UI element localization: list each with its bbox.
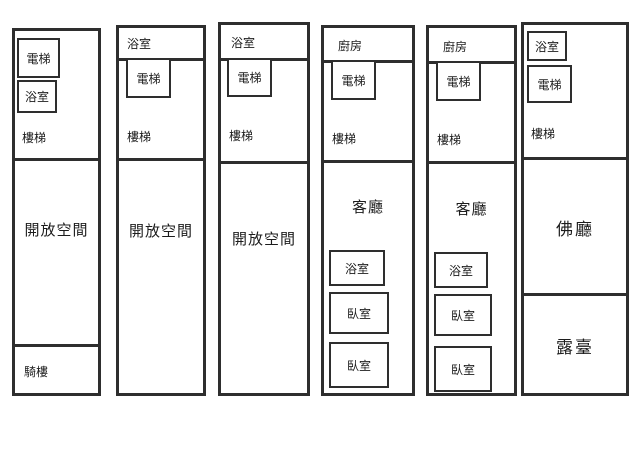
floor-plan-3: 浴室 電梯 樓梯 開放空間 [218,22,310,396]
room-bathroom-label: 浴室 [448,263,473,278]
room-elevator: 電梯 [436,61,481,101]
floor-plan-2: 浴室 電梯 樓梯 開放空間 [116,25,206,396]
room-kitchen-label: 廚房 [443,40,468,54]
room-open-space-label: 開放空間 [231,230,296,248]
room-stairs-label: 樓梯 [531,127,556,141]
divider-line [324,160,412,163]
room-elevator-label: 電梯 [341,73,366,88]
room-elevator-label: 電梯 [237,71,262,85]
room-elevator: 電梯 [126,58,171,98]
room-bedroom-label: 臥室 [450,362,475,377]
room-open-space-label: 開放空間 [24,221,89,239]
room-bathroom-label: 浴室 [127,37,152,51]
room-stairs-label: 樓梯 [332,132,357,146]
floor-plan-6: 浴室 電梯 樓梯 佛廳 露臺 [521,22,629,396]
room-bedroom-label: 臥室 [346,358,371,373]
room-bathroom-label: 浴室 [534,39,559,54]
room-stairs-label: 樓梯 [229,129,254,143]
room-stairs-label: 樓梯 [127,130,152,144]
room-bedroom: 臥室 [434,294,492,336]
room-bathroom-label: 浴室 [231,36,256,50]
room-arcade-label: 騎樓 [24,365,49,379]
floor-plan-5: 廚房 電梯 樓梯 客廳 浴室 臥室 臥室 [426,25,517,396]
room-stairs-label: 樓梯 [22,131,47,145]
room-bedroom-label: 臥室 [346,306,371,321]
room-bathroom-label: 浴室 [24,90,49,104]
room-elevator-label: 電梯 [537,77,562,92]
divider-line [524,293,626,296]
divider-line [429,161,514,164]
room-bedroom: 臥室 [434,346,492,392]
room-stairs-label: 樓梯 [437,133,462,147]
room-elevator: 電梯 [17,38,60,78]
room-open-space-label: 開放空間 [128,222,193,240]
room-living-label: 客廳 [351,198,384,216]
room-elevator-label: 電梯 [136,71,161,86]
room-terrace-label: 露臺 [556,338,594,358]
room-bathroom: 浴室 [434,252,488,288]
room-bathroom-label: 浴室 [344,261,369,276]
room-buddha-hall-label: 佛廳 [556,220,594,240]
room-bathroom: 浴室 [17,80,57,113]
room-bathroom: 浴室 [329,250,385,286]
room-bedroom: 臥室 [329,342,389,388]
room-bedroom: 臥室 [329,292,389,334]
divider-line [15,344,98,347]
divider-line [221,161,307,164]
room-elevator-label: 電梯 [26,51,51,66]
room-bathroom: 浴室 [527,31,567,61]
room-elevator: 電梯 [227,58,272,97]
divider-line [524,157,626,160]
floor-plan-1: 電梯 浴室 樓梯 開放空間 騎樓 [12,28,101,396]
room-living-label: 客廳 [455,200,488,218]
room-elevator-label: 電梯 [446,74,471,89]
room-elevator: 電梯 [527,65,572,103]
floor-plan-4: 廚房 電梯 樓梯 客廳 浴室 臥室 臥室 [321,25,415,396]
room-kitchen-label: 廚房 [338,39,363,53]
divider-line [15,158,98,161]
room-bedroom-label: 臥室 [450,308,475,323]
room-elevator: 電梯 [331,60,376,100]
divider-line [119,158,203,161]
